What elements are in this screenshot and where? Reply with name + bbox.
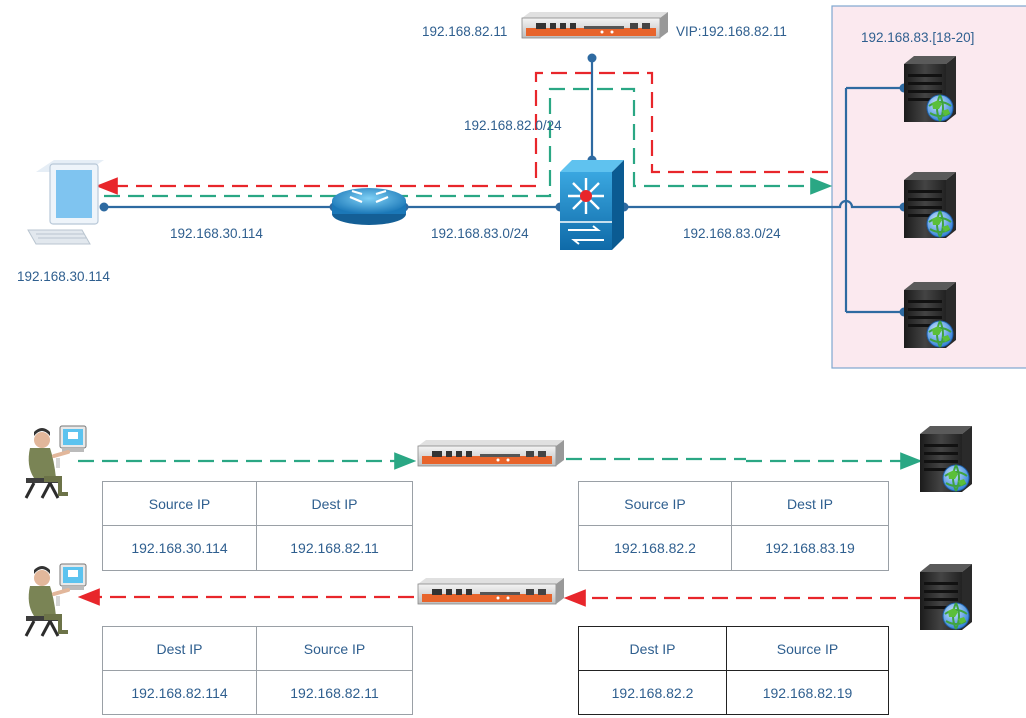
request-flow-top: [104, 87, 833, 198]
response-client-side-table: Dest IP Source IP 192.168.82.114 192.168…: [102, 626, 413, 715]
link-router-switch-label: 192.168.83.0/24: [431, 226, 529, 241]
table-header: Dest IP: [256, 481, 413, 526]
load-balancer-icon: [417, 439, 565, 467]
table-cell: 192.168.82.11: [256, 670, 413, 715]
table-cell: 192.168.82.114: [102, 670, 257, 715]
server-icon: [919, 425, 973, 493]
response-server-side-table: Dest IP Source IP 192.168.82.2 192.168.8…: [578, 626, 889, 715]
table-header: Dest IP: [731, 481, 889, 526]
table-cell: 192.168.82.2: [578, 525, 732, 571]
load-balancer-icon: [417, 577, 565, 605]
request-server-side-table: Source IP Dest IP 192.168.82.2 192.168.8…: [578, 481, 889, 571]
core-switch-icon: [560, 160, 624, 250]
table-cell: 192.168.83.19: [731, 525, 889, 571]
load-balancer-icon: [521, 11, 669, 39]
user-icon: [24, 424, 88, 500]
server-icon: [903, 171, 957, 239]
router-icon: [332, 188, 406, 225]
table-header: Source IP: [102, 481, 257, 526]
server-icon: [903, 281, 957, 349]
server-group-label: 192.168.83.[18-20]: [861, 30, 975, 45]
lb-ip-label: 192.168.82.11: [422, 24, 508, 39]
table-cell: 192.168.82.11: [256, 525, 413, 571]
table-header: Dest IP: [578, 626, 727, 671]
client-ip-label: 192.168.30.114: [17, 269, 110, 284]
user-icon: [24, 562, 88, 638]
table-header: Source IP: [578, 481, 732, 526]
link-switch-servers-label: 192.168.83.0/24: [683, 226, 781, 241]
table-cell: 192.168.82.19: [726, 670, 889, 715]
server-icon: [919, 563, 973, 631]
table-cell: 192.168.82.2: [578, 670, 727, 715]
response-flow-top: [95, 71, 828, 195]
server-icon: [903, 55, 957, 123]
lb-vip-label: VIP:192.168.82.11: [676, 24, 787, 39]
table-cell: 192.168.30.114: [102, 525, 257, 571]
table-header: Source IP: [256, 626, 413, 671]
link-client-router-label: 192.168.30.114: [170, 226, 263, 241]
table-header: Source IP: [726, 626, 889, 671]
request-client-side-table: Source IP Dest IP 192.168.30.114 192.168…: [102, 481, 413, 571]
mgmt-subnet-label: 192.168.82.0/24: [464, 118, 562, 133]
client-pc-icon: [27, 160, 104, 245]
table-header: Dest IP: [102, 626, 257, 671]
